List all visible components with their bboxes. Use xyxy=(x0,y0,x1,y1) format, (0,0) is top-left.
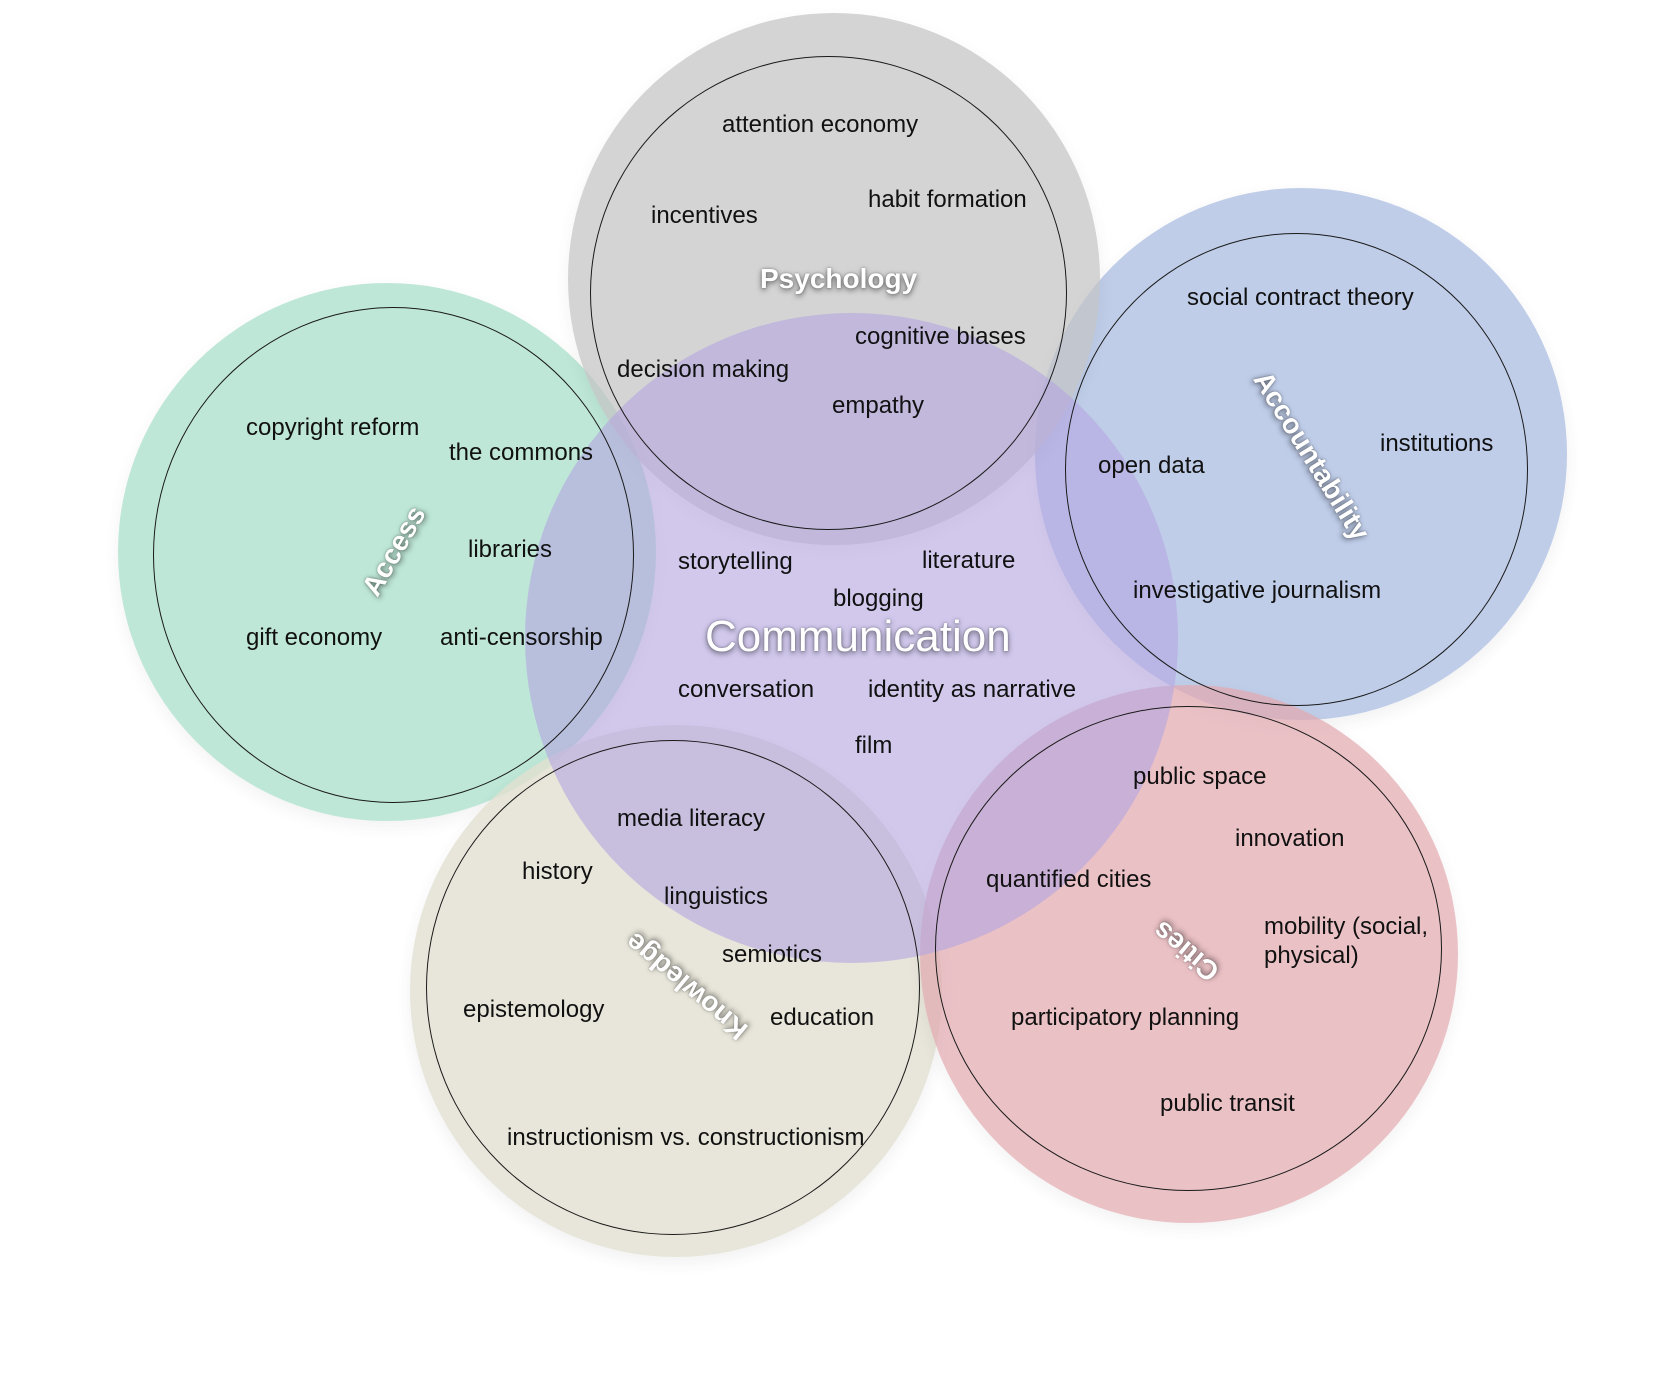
topic-attention-economy: attention economy xyxy=(722,111,919,138)
topic-gift-economy: gift economy xyxy=(246,624,383,651)
psychology-label: Psychology xyxy=(760,263,918,294)
topic-mobility-line2: physical) xyxy=(1264,942,1359,969)
topic-storytelling: storytelling xyxy=(678,548,793,575)
topic-social-contract-theory: social contract theory xyxy=(1187,284,1414,311)
topic-film: film xyxy=(855,732,893,759)
topic-empathy: empathy xyxy=(832,392,925,419)
topic-participatory-planning: participatory planning xyxy=(1011,1004,1240,1031)
topic-linguistics: linguistics xyxy=(664,883,769,910)
topic-epistemology: epistemology xyxy=(463,996,605,1023)
topic-habit-formation: habit formation xyxy=(868,186,1027,213)
topic-open-data: open data xyxy=(1098,452,1205,479)
topic-instructionism-vs-constructionism: instructionism vs. constructionism xyxy=(507,1124,865,1151)
topic-identity-as-narrative: identity as narrative xyxy=(868,676,1077,703)
topic-institutions: institutions xyxy=(1380,430,1494,457)
topic-libraries: libraries xyxy=(468,536,553,563)
topic-blogging: blogging xyxy=(833,585,924,612)
topic-the-commons: the commons xyxy=(449,439,594,466)
communication-label: Communication xyxy=(705,612,1011,661)
topic-anti-censorship: anti-censorship xyxy=(440,624,603,651)
topic-media-literacy: media literacy xyxy=(617,805,766,832)
topic-investigative-journalism: investigative journalism xyxy=(1133,577,1382,604)
topic-quantified-cities: quantified cities xyxy=(986,866,1152,893)
topic-public-space: public space xyxy=(1133,763,1267,790)
topic-copyright-reform: copyright reform xyxy=(246,414,420,441)
topic-literature: literature xyxy=(922,547,1016,574)
topic-public-transit: public transit xyxy=(1160,1090,1295,1117)
topic-incentives: incentives xyxy=(651,202,758,229)
topic-conversation: conversation xyxy=(678,676,815,703)
topic-decision-making: decision making xyxy=(617,356,790,383)
topic-history: history xyxy=(522,858,593,885)
topic-cognitive-biases: cognitive biases xyxy=(855,323,1026,350)
topic-mobility-line1: mobility (social, xyxy=(1264,913,1429,940)
topic-semiotics: semiotics xyxy=(722,941,823,968)
topic-innovation: innovation xyxy=(1235,825,1345,852)
topic-education: education xyxy=(770,1004,875,1031)
